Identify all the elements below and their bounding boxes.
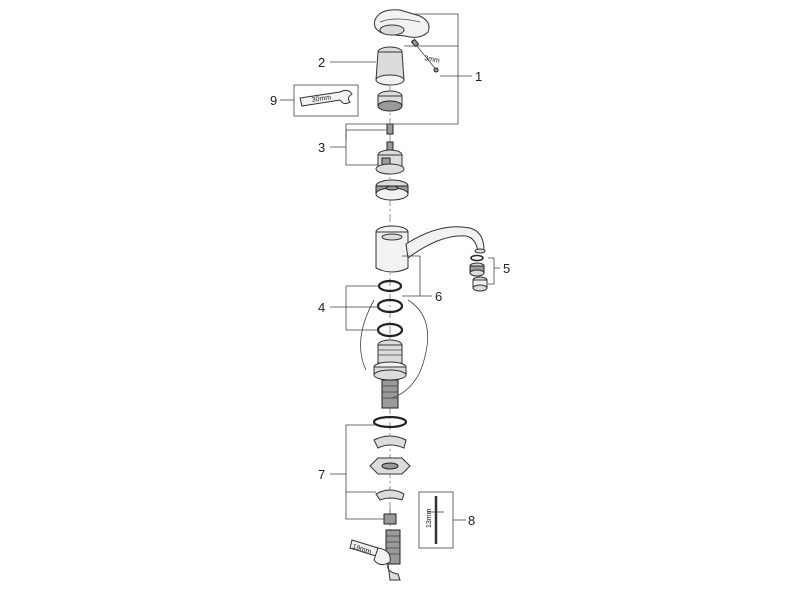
- leader-3: [330, 129, 386, 166]
- leader-4: [330, 285, 378, 331]
- callout-8: 8: [468, 513, 475, 528]
- faucet-body: [375, 225, 409, 273]
- fixing-plate: [369, 457, 411, 475]
- lever-handle: [374, 9, 430, 38]
- spout: [405, 226, 486, 259]
- callout-4: 4: [318, 300, 325, 315]
- grub-screw: [410, 38, 439, 73]
- o-ring-middle: [376, 298, 404, 314]
- lower-horseshoe-washer: [375, 489, 405, 501]
- callout-6: 6: [435, 289, 442, 304]
- threaded-shank: [381, 379, 399, 409]
- tool-box-8: 13mm: [418, 491, 454, 549]
- aerator-washer: [470, 254, 484, 262]
- callout-9: 9: [270, 93, 277, 108]
- leader-1: [345, 13, 472, 140]
- leader-6: [402, 255, 432, 297]
- spanner-30mm-label: 30mm: [311, 94, 331, 104]
- tool-box-9: 30mm: [293, 84, 359, 117]
- cartridge: [375, 141, 405, 175]
- aerator-housing: [472, 276, 488, 292]
- callout-7: 7: [318, 467, 325, 482]
- cartridge-pin: [386, 123, 394, 135]
- hex-nut: [377, 90, 403, 112]
- leader-5: [488, 257, 500, 285]
- fixing-nut: [383, 510, 397, 525]
- cap-cover: [375, 46, 405, 86]
- base-seal-ring: [372, 415, 408, 429]
- leader-7: [330, 424, 384, 520]
- callout-5: 5: [503, 261, 510, 276]
- callout-2: 2: [318, 55, 325, 70]
- aerator-insert: [469, 262, 485, 277]
- collar-ring: [375, 179, 409, 201]
- assembly-arc-left: [360, 299, 375, 371]
- callout-1: 1: [475, 69, 482, 84]
- callout-3: 3: [318, 140, 325, 155]
- o-ring-top: [377, 279, 403, 293]
- tool-13mm-label: 13mm: [426, 508, 433, 528]
- allen-key-3mm-label: 3mm: [424, 55, 441, 65]
- spanner-19mm: 19mm: [349, 539, 391, 566]
- mounting-sleeve: [373, 339, 407, 381]
- horseshoe-washer: [373, 435, 407, 449]
- assembly-arc: [391, 299, 429, 399]
